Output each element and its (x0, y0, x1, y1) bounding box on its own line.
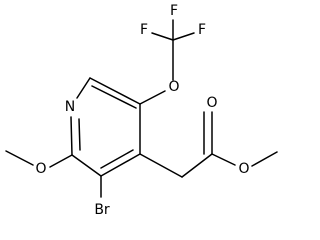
bond-cf3-c-f-right (172, 32, 195, 41)
bond-ring-c2-n (70, 116, 73, 156)
bond-cf3-c-f-left (151, 32, 174, 41)
atom-br: Br (94, 202, 110, 218)
bond-ring-c6-c5 (89, 77, 141, 105)
bond-c-o-ester (211, 153, 236, 166)
bond-o-ring-c5 (139, 90, 166, 105)
atom-n-ring: N (65, 99, 75, 115)
bond-ring-c2-n-double (78, 118, 81, 151)
bond-ring-c4-c3 (100, 153, 141, 177)
bond-c2-o-methoxy (49, 154, 73, 168)
molecule-canvas: F F F O N O Br O O (5, 3, 278, 218)
molecule-structure: F F F O N O Br O O (5, 3, 278, 218)
atom-o-ether: O (168, 79, 179, 95)
bond-o-ester-ch3 (251, 151, 278, 167)
atom-f-left: F (140, 22, 148, 38)
atom-f-right: F (198, 22, 206, 38)
bond-o-methoxy-ch3 (5, 150, 34, 166)
bond-ring-n-c6 (76, 77, 91, 99)
atom-o-carbonyl: O (206, 95, 217, 111)
bond-ring-c3-c2 (71, 154, 102, 177)
atom-o-methoxy: O (35, 161, 46, 177)
atom-f-top: F (170, 3, 178, 19)
bond-ring-c6-c5-double (91, 85, 137, 109)
bond-ch2-c-carbonyl (181, 153, 213, 178)
bond-ring-c4-c3-double (100, 149, 134, 169)
atom-o-ester: O (238, 161, 249, 177)
bond-c4-ch2 (139, 153, 183, 178)
